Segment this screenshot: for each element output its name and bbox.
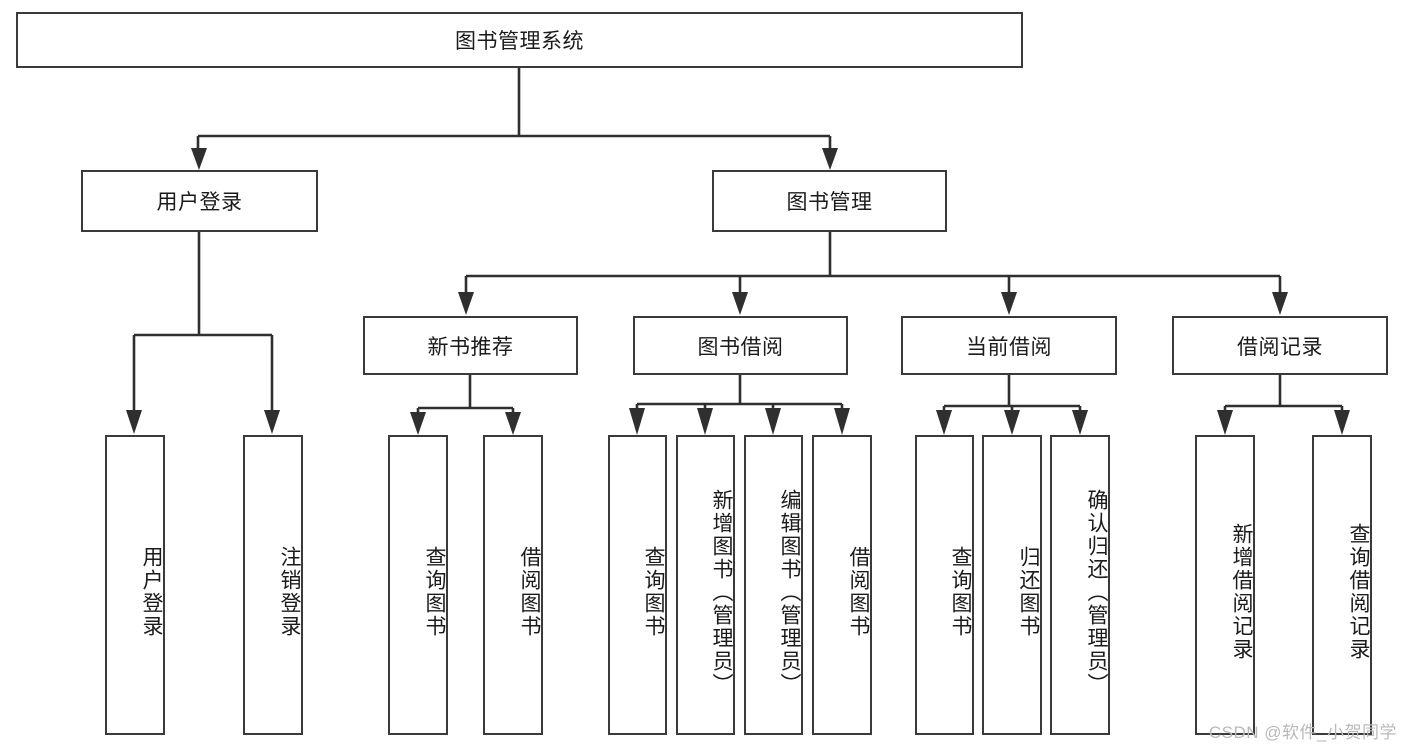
node-leaf-confirm-return-admin-label: 确认归还（管理员） — [1085, 488, 1108, 696]
node-leaf-query-book-3-label: 查询图书 — [949, 546, 972, 638]
node-leaf-add-book-admin-label: 新增图书（管理员） — [710, 488, 733, 696]
node-leaf-add-borrow-record-label: 新增借阅记录 — [1230, 523, 1253, 661]
node-leaf-query-book-2-label: 查询图书 — [642, 546, 665, 638]
node-leaf-query-book-3[interactable]: 查询图书 — [915, 435, 974, 735]
node-leaf-add-borrow-record[interactable]: 新增借阅记录 — [1195, 435, 1255, 735]
node-book-borrow-label: 图书借阅 — [697, 335, 784, 359]
node-leaf-query-borrow-record[interactable]: 查询借阅记录 — [1312, 435, 1372, 735]
node-book-borrow[interactable]: 图书借阅 — [633, 316, 848, 375]
node-current-borrow-label: 当前借阅 — [966, 335, 1052, 359]
node-leaf-query-book-1[interactable]: 查询图书 — [388, 435, 448, 735]
node-leaf-user-login[interactable]: 用户登录 — [105, 435, 165, 735]
node-user-login-label: 用户登录 — [156, 191, 243, 214]
node-borrow-record[interactable]: 借阅记录 — [1172, 316, 1388, 375]
node-leaf-confirm-return-admin[interactable]: 确认归还（管理员） — [1050, 435, 1110, 735]
csdn-watermark: CSDN @软件_小贺同学 — [1208, 723, 1397, 742]
node-root-label: 图书管理系统 — [455, 30, 584, 53]
node-leaf-borrow-book-2[interactable]: 借阅图书 — [812, 435, 872, 735]
node-leaf-borrow-book-1[interactable]: 借阅图书 — [483, 435, 543, 735]
node-leaf-return-book[interactable]: 归还图书 — [982, 435, 1042, 735]
node-leaf-edit-book-admin[interactable]: 编辑图书（管理员） — [744, 435, 803, 735]
node-leaf-query-book-2[interactable]: 查询图书 — [608, 435, 667, 735]
node-leaf-borrow-book-2-label: 借阅图书 — [847, 546, 870, 638]
node-book-manage-label: 图书管理 — [786, 191, 873, 214]
node-leaf-add-book-admin[interactable]: 新增图书（管理员） — [676, 435, 735, 735]
node-leaf-query-book-1-label: 查询图书 — [423, 546, 446, 638]
node-leaf-borrow-book-1-label: 借阅图书 — [518, 546, 541, 638]
node-new-book-rec[interactable]: 新书推荐 — [363, 316, 578, 375]
node-new-book-rec-label: 新书推荐 — [427, 335, 514, 359]
node-borrow-record-label: 借阅记录 — [1237, 335, 1323, 359]
node-leaf-return-book-label: 归还图书 — [1017, 546, 1040, 638]
node-leaf-logout-login-label: 注销登录 — [278, 546, 301, 638]
node-leaf-user-login-label: 用户登录 — [140, 546, 163, 638]
node-leaf-logout-login[interactable]: 注销登录 — [243, 435, 303, 735]
node-user-login[interactable]: 用户登录 — [81, 170, 318, 232]
node-book-manage[interactable]: 图书管理 — [712, 170, 947, 232]
node-root[interactable]: 图书管理系统 — [16, 12, 1023, 68]
node-leaf-query-borrow-record-label: 查询借阅记录 — [1347, 523, 1370, 661]
node-leaf-edit-book-admin-label: 编辑图书（管理员） — [778, 488, 801, 696]
node-current-borrow[interactable]: 当前借阅 — [901, 316, 1117, 375]
